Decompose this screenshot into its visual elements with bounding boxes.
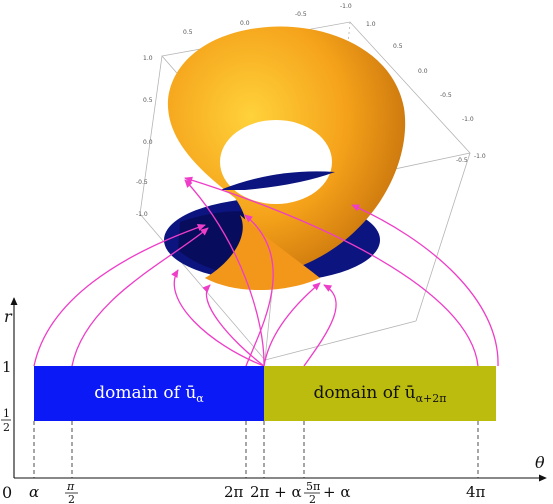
box-tick: -0.5 [295,11,307,18]
arrows [33,176,499,367]
arrow [263,282,321,367]
axes [10,297,547,482]
arrow [33,223,206,367]
theta-tick-5pi-suffix: + α [323,483,350,501]
theta-tick-alpha: α [29,483,39,501]
r-tick-half: 1 2 [1,407,11,434]
theta-tick-5pi-num: 5π [306,480,320,493]
theta-tick-5pi-half-plus-alpha: 5π 2 + α [304,480,350,504]
orange-surface [167,26,406,291]
theta-tick-5pi-den: 2 [309,493,316,504]
box-tick: -1.0 [340,3,352,10]
box-tick: 1.0 [366,21,376,28]
r-tick-half-num: 1 [3,407,10,420]
r-tick-1: 1 [2,358,12,376]
r-tick-half-den: 2 [3,421,10,434]
theta-tick-4pi: 4π [466,483,486,501]
box-tick: 0.5 [183,29,193,36]
domain-blue: domain of ūα [34,366,264,421]
arrow [202,284,265,367]
domain-olive-rect [264,366,496,421]
box-tick: 0.0 [418,68,428,75]
arrow [171,269,265,367]
box-tick: 1.0 [143,55,153,62]
theta-tick-pi-half: π 2 [65,480,78,504]
box-tick: -0.5 [440,92,452,99]
box-tick: 0.0 [240,20,250,27]
arrow [184,176,479,367]
box-tick: -1.0 [136,211,148,218]
theta-tick-2pi-plus-alpha: 2π + α [250,483,302,501]
arrow [71,227,209,367]
box-tick: -1.0 [474,153,486,160]
box-tick: 0.5 [393,43,403,50]
arrow [303,284,337,367]
theta-tick-pi-half-den: 2 [68,493,75,504]
theta-axis-label: θ [535,453,545,472]
arrow [351,204,499,367]
box-tick-labels: 0.5 0.0 -0.5 -1.0 1.0 0.5 0.0 -0.5 -1.0 … [136,3,486,218]
domain-blue-label: domain of ūα [94,383,204,405]
domain-olive-label: domain of ūα+2π [314,383,447,405]
box-tick: 0.0 [143,139,153,146]
domain-olive: domain of ūα+2π [264,366,496,421]
box-tick: -1.0 [462,116,474,123]
origin-label: 0 [2,483,12,502]
theta-tick-2pi: 2π [224,483,244,501]
box-tick: -0.5 [136,179,148,186]
theta-tick-pi-half-num: π [66,480,75,493]
domain-blue-rect [34,366,264,421]
box-tick: -0.5 [456,157,468,164]
box-tick: 0.5 [143,97,153,104]
arrow [184,179,265,367]
r-axis-label: r [4,307,13,326]
dashed-guides [33,421,479,478]
arrow [244,214,274,367]
